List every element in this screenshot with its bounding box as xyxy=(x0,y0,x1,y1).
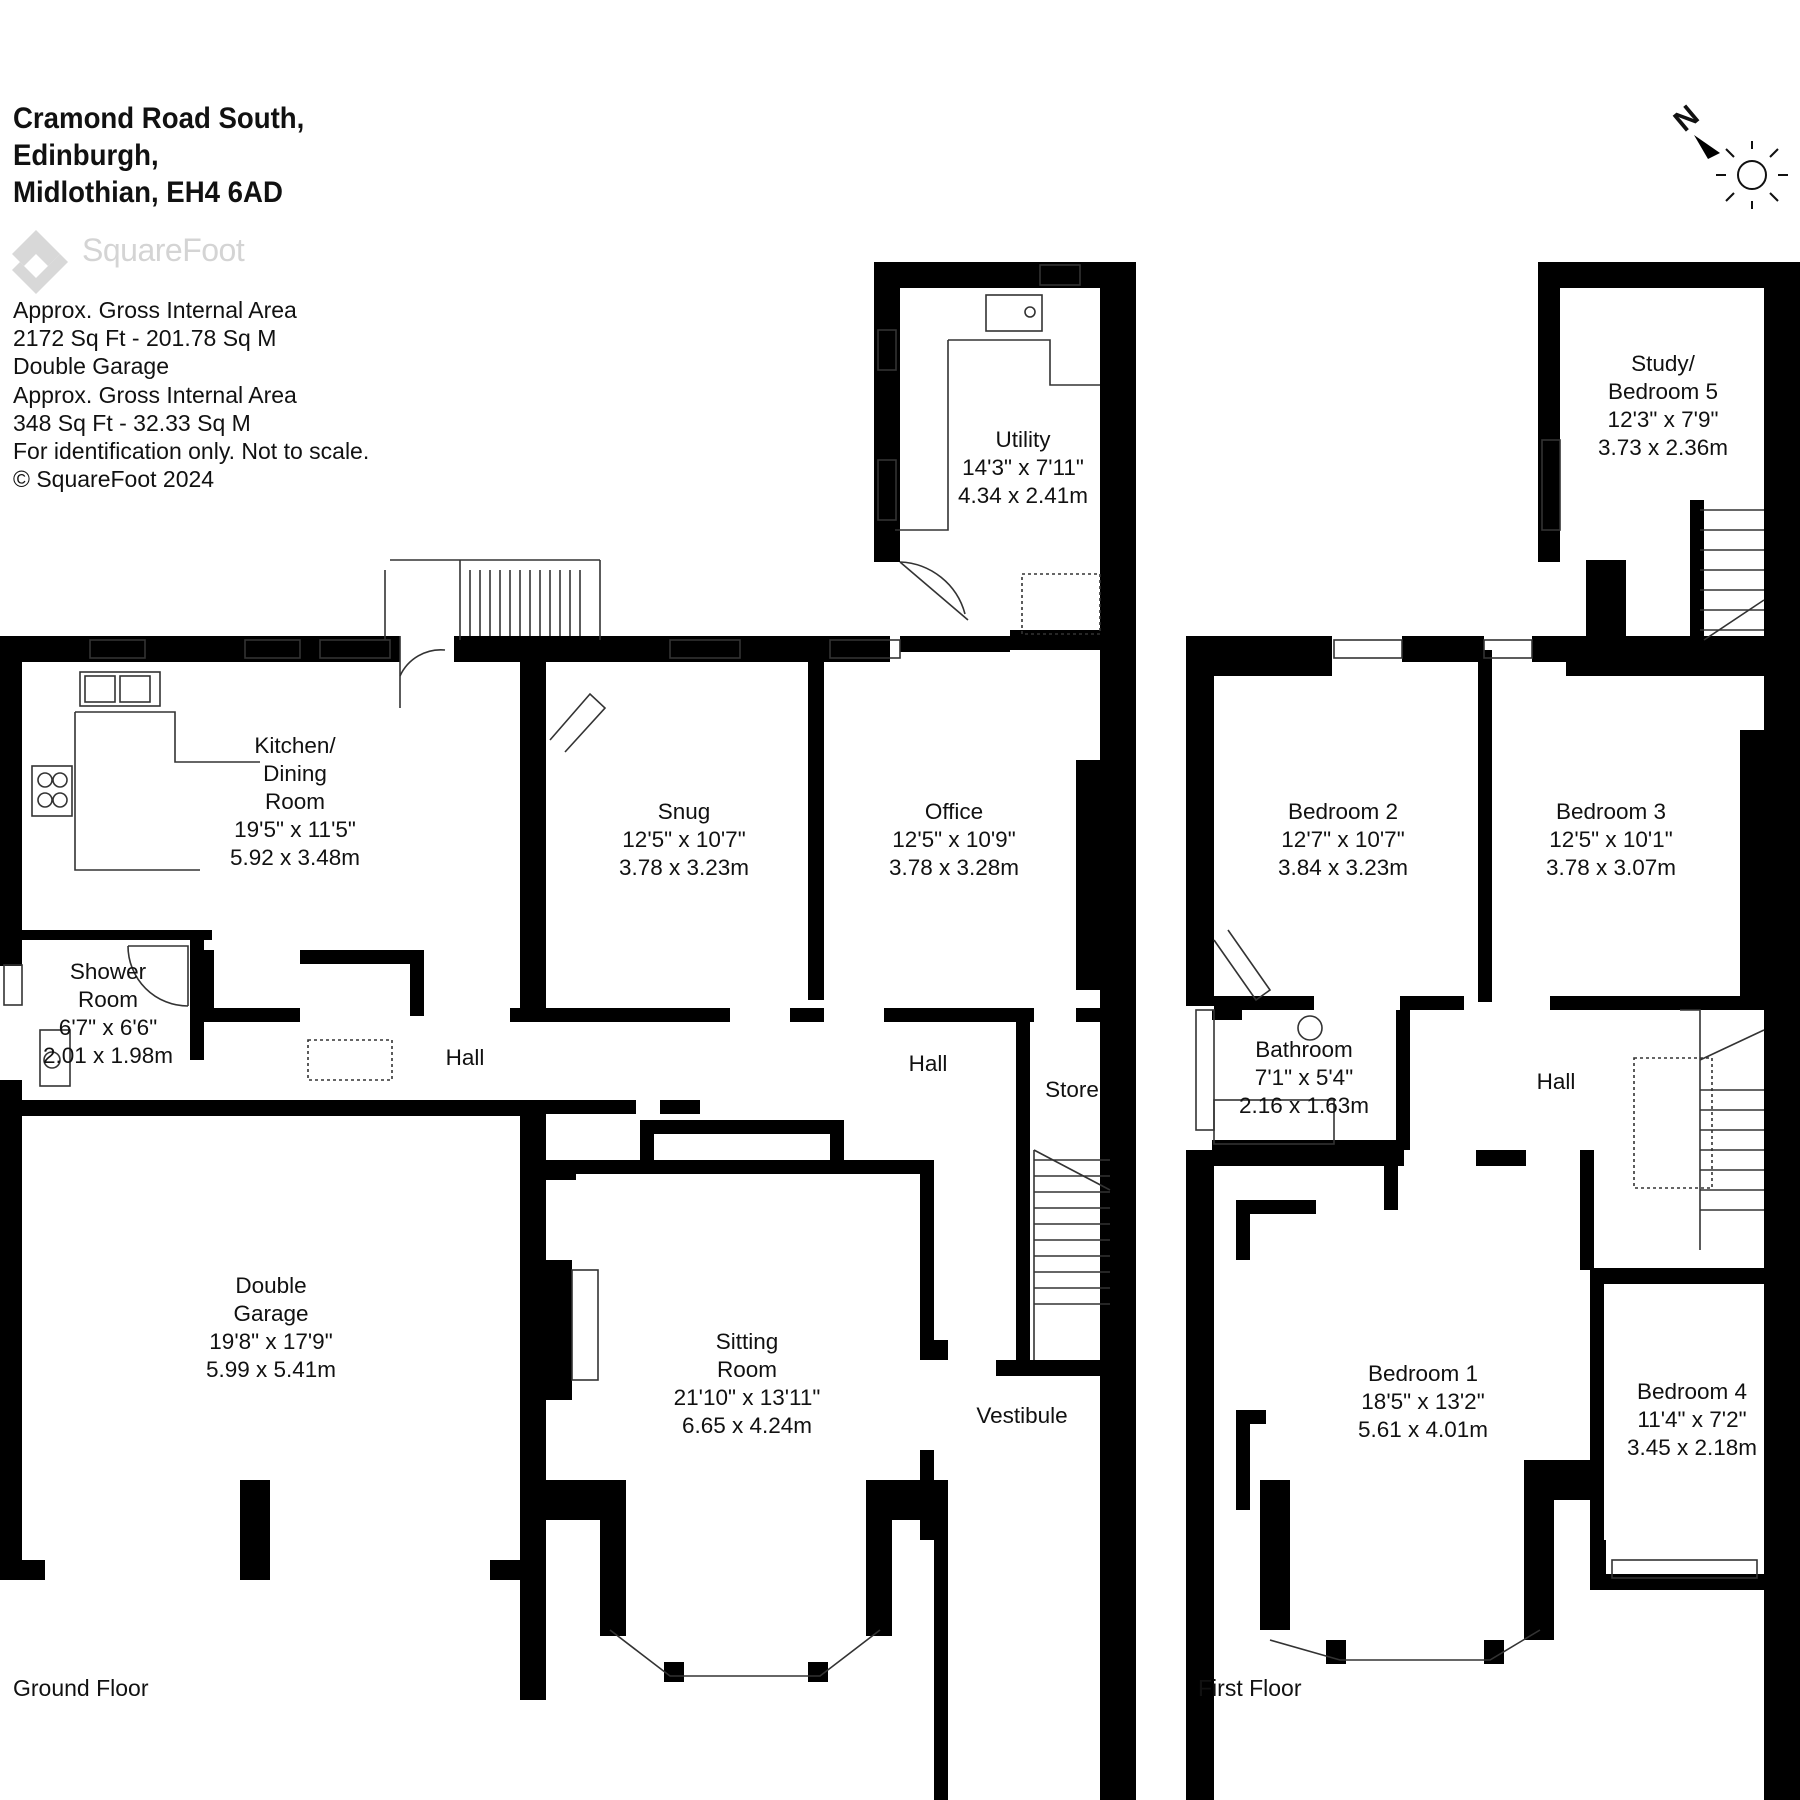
room-label-line: Bedroom 2 xyxy=(1287,799,1399,824)
room-label-line: 12'5" x 10'1" xyxy=(1549,827,1673,852)
room-label-line: 3.84 x 3.23m xyxy=(1277,855,1409,880)
room-label-line: Utility xyxy=(995,427,1051,452)
room-label-bedroom1: Bedroom 1 18'5" x 13'2" 5.61 x 4.01m xyxy=(1358,1360,1488,1444)
room-label-store: Store xyxy=(1045,1076,1099,1104)
room-label-line: 12'7" x 10'7" xyxy=(1281,827,1405,852)
first-floor-label: First Floor xyxy=(1198,1675,1302,1701)
room-label-line: Kitchen/ xyxy=(254,733,336,758)
room-label-line: Bathroom xyxy=(1255,1037,1353,1062)
room-label-line: 11'4" x 7'2" xyxy=(1637,1407,1747,1432)
room-label-line: 3.78 x 3.07m xyxy=(1545,855,1677,880)
property-address: Cramond Road South, Edinburgh, Midlothia… xyxy=(13,100,304,211)
room-label-line: 19'8" x 17'9" xyxy=(209,1329,333,1354)
address-line-2: Edinburgh, xyxy=(13,139,159,172)
room-label-line: Room xyxy=(264,789,326,814)
room-label-line: 2.16 x 1.63m xyxy=(1238,1093,1370,1118)
room-label-line: 12'5" x 10'9" xyxy=(892,827,1016,852)
room-label-line: 3.78 x 3.23m xyxy=(618,855,750,880)
area-info-line: Approx. Gross Internal Area xyxy=(13,381,297,408)
room-label-line: 2.01 x 1.98m xyxy=(42,1043,174,1068)
room-label-line: Sitting xyxy=(715,1329,779,1354)
room-label-line: Snug xyxy=(657,799,711,824)
room-label-line: Study/ xyxy=(1631,351,1695,376)
squarefoot-logo: SquareFoot xyxy=(12,228,272,272)
room-label-line: Bedroom 5 xyxy=(1607,379,1719,404)
room-label-hall-ground-1: Hall xyxy=(446,1044,485,1072)
room-label-snug: Snug 12'5" x 10'7" 3.78 x 3.23m xyxy=(619,798,749,882)
room-label-line: Room xyxy=(716,1357,778,1382)
room-label-line: Vestibule xyxy=(976,1403,1068,1428)
area-info-line: 2172 Sq Ft - 201.78 Sq M xyxy=(13,325,277,352)
room-label-line: Bedroom 1 xyxy=(1367,1361,1479,1386)
room-label-bathroom: Bathroom 7'1" x 5'4" 2.16 x 1.63m xyxy=(1239,1036,1369,1120)
room-label-bedroom4: Bedroom 4 11'4" x 7'2" 3.45 x 2.18m xyxy=(1627,1378,1757,1462)
room-label-line: Bedroom 3 xyxy=(1555,799,1667,824)
compass-rose xyxy=(1694,135,1788,209)
area-info: Approx. Gross Internal Area 2172 Sq Ft -… xyxy=(13,296,369,493)
room-label-line: 5.61 x 4.01m xyxy=(1357,1417,1489,1442)
room-label-line: Shower xyxy=(69,959,147,984)
room-label-vestibule: Vestibule xyxy=(976,1402,1067,1430)
area-info-line: © SquareFoot 2024 xyxy=(13,466,215,493)
room-label-line: Garage xyxy=(233,1301,309,1326)
room-label-line: 12'5" x 10'7" xyxy=(622,827,746,852)
room-label-line: Dining xyxy=(263,761,327,786)
room-label-study: Study/Bedroom 5 12'3" x 7'9" 3.73 x 2.36m xyxy=(1598,350,1728,462)
walls xyxy=(0,262,1800,1800)
room-label-line: Office xyxy=(924,799,984,824)
room-label-line: 5.99 x 5.41m xyxy=(205,1357,337,1382)
room-label-bedroom2: Bedroom 2 12'7" x 10'7" 3.84 x 3.23m xyxy=(1278,798,1408,882)
room-label-office: Office 12'5" x 10'9" 3.78 x 3.28m xyxy=(889,798,1019,882)
room-label-line: 6.65 x 4.24m xyxy=(681,1413,813,1438)
room-label-line: 3.45 x 2.18m xyxy=(1626,1435,1758,1460)
room-label-line: 14'3" x 7'11" xyxy=(962,455,1084,480)
area-info-line: 348 Sq Ft - 32.33 Sq M xyxy=(13,409,251,436)
room-label-line: Room xyxy=(77,987,139,1012)
room-label-line: Hall xyxy=(1536,1069,1576,1094)
room-label-line: Hall xyxy=(445,1045,485,1070)
room-label-line: 18'5" x 13'2" xyxy=(1361,1389,1485,1414)
room-label-line: 21'10" x 13'11" xyxy=(673,1385,821,1410)
address-line-1: Cramond Road South, xyxy=(13,102,305,135)
room-label-line: Hall xyxy=(908,1051,948,1076)
ground-floor-label: Ground Floor xyxy=(13,1675,149,1701)
room-label-line: 19'5" x 11'5" xyxy=(234,817,356,842)
room-label-hall-first: Hall xyxy=(1537,1068,1576,1096)
room-label-line: Store xyxy=(1045,1077,1099,1102)
brand-name: SquareFoot xyxy=(82,232,245,268)
room-label-line: 6'7" x 6'6" xyxy=(58,1015,158,1040)
room-label-line: 5.92 x 3.48m xyxy=(229,845,361,870)
room-label-line: 4.34 x 2.41m xyxy=(957,483,1089,508)
room-label-line: 7'1" x 5'4" xyxy=(1254,1065,1354,1090)
address-line-3: Midlothian, EH4 6AD xyxy=(13,176,283,209)
room-label-bedroom3: Bedroom 3 12'5" x 10'1" 3.78 x 3.07m xyxy=(1546,798,1676,882)
room-label-line: 12'3" x 7'9" xyxy=(1607,407,1719,432)
area-info-line: Double Garage xyxy=(13,353,169,380)
fittings xyxy=(3,264,1765,1677)
room-label-line: Bedroom 4 xyxy=(1636,1379,1748,1404)
room-label-line: 3.78 x 3.28m xyxy=(888,855,1020,880)
area-info-line: Approx. Gross Internal Area xyxy=(13,297,297,323)
room-label-hall-ground-2: Hall xyxy=(909,1050,948,1078)
room-label-line: 3.73 x 2.36m xyxy=(1597,435,1729,460)
room-label-line: Double xyxy=(235,1273,307,1298)
room-label-utility: Utility 14'3" x 7'11" 4.34 x 2.41m xyxy=(958,426,1088,510)
area-info-line: For identification only. Not to scale. xyxy=(13,438,370,465)
squarefoot-logo-mark xyxy=(12,230,68,294)
